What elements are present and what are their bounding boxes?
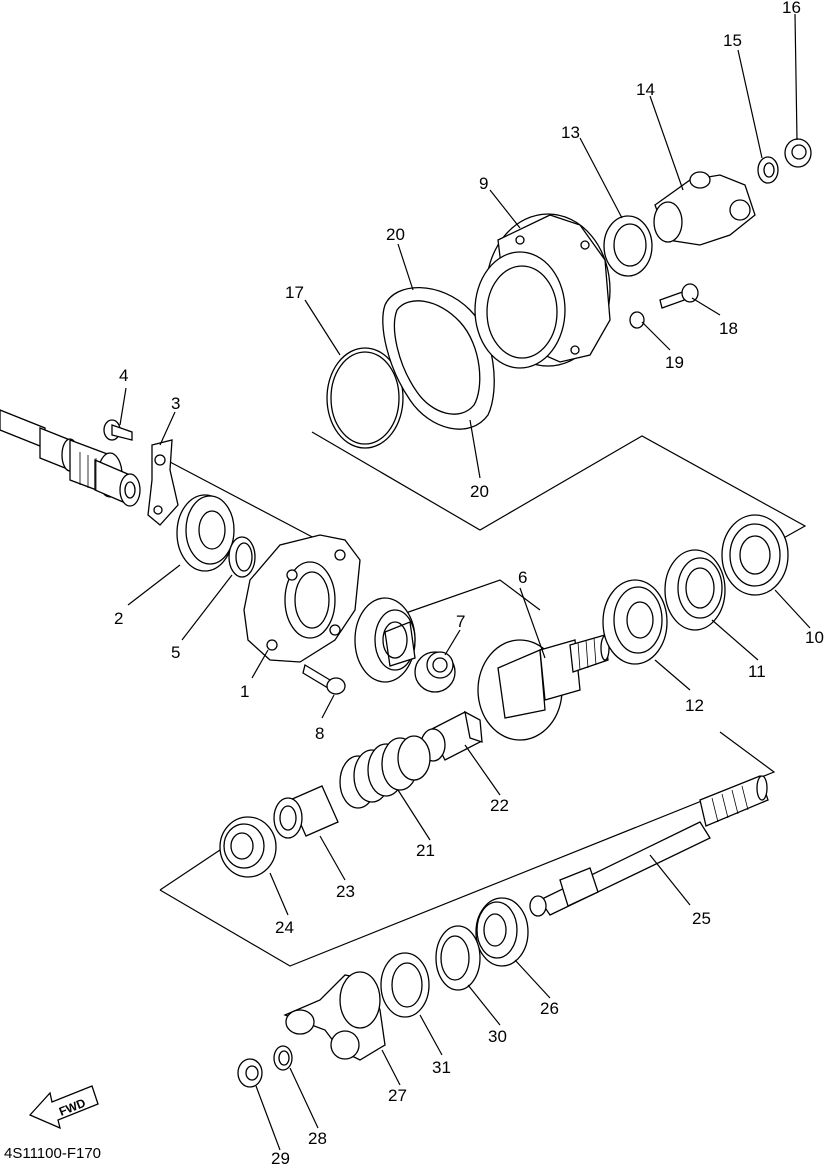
upper-group-outline	[311, 431, 807, 541]
part-2-bearing	[176, 494, 235, 572]
part-4-screw	[103, 419, 133, 441]
part-19-washer	[629, 311, 645, 329]
callout-9: 9	[479, 174, 488, 193]
part-13-seal	[603, 215, 653, 277]
part-1-housing	[243, 534, 361, 663]
callout-2: 2	[114, 609, 123, 628]
part-23-collar	[273, 785, 339, 839]
leader-lines	[119, 13, 811, 1151]
part-30-nut	[435, 925, 481, 991]
part-27-yoke	[283, 971, 386, 1061]
part-3-plate	[147, 439, 179, 526]
callout-4: 4	[119, 366, 128, 385]
callout-22: 22	[490, 796, 509, 815]
callout-23: 23	[336, 882, 355, 901]
callout-5: 5	[171, 643, 180, 662]
callout-21: 21	[416, 841, 435, 860]
callout-24: 24	[275, 918, 294, 937]
part-15-washer	[757, 156, 779, 184]
callout-25: 25	[692, 909, 711, 928]
part-9-cover	[474, 213, 611, 369]
part-24-bearing	[219, 816, 277, 878]
part-14-yoke	[653, 171, 756, 246]
callout-14: 14	[636, 80, 655, 99]
part-29-nut	[237, 1058, 263, 1088]
callout-28: 28	[308, 1129, 327, 1148]
callout-16: 16	[782, 0, 801, 17]
part-31-washer	[380, 952, 430, 1018]
callout-13: 13	[561, 123, 580, 142]
lower-group-outline-left	[159, 849, 221, 891]
part-11-ring-nut	[664, 549, 726, 631]
callout-20-bottom: 20	[470, 482, 489, 501]
callout-10: 10	[805, 628, 824, 647]
input-shaft	[0, 409, 141, 507]
part-7-collar	[414, 651, 456, 693]
callout-11: 11	[748, 662, 766, 681]
gear-group-outline	[399, 579, 541, 616]
callout-18: 18	[719, 319, 738, 338]
callout-3: 3	[171, 394, 180, 413]
part-6-bevel-gear-right	[477, 634, 610, 741]
part-18-bolt	[659, 283, 699, 309]
callout-26: 26	[540, 999, 559, 1018]
part-20-gasket	[382, 287, 495, 430]
callout-8: 8	[315, 724, 324, 743]
lower-group-outline	[159, 731, 776, 967]
part-25-output-shaft	[529, 775, 769, 917]
part-21-spring	[339, 735, 431, 809]
callout-30: 30	[488, 1027, 507, 1046]
fwd-arrow-icon: FWD	[28, 1085, 99, 1130]
diagram-code: 4S11100-F170	[4, 1145, 101, 1162]
bracket-group-line	[169, 461, 319, 541]
callout-27: 27	[388, 1086, 407, 1105]
callout-7: 7	[456, 612, 465, 631]
callout-17: 17	[285, 283, 304, 302]
part-12-bearing	[602, 579, 668, 665]
part-10-bearing	[721, 514, 789, 596]
callout-15: 15	[723, 31, 742, 50]
callout-20-top: 20	[386, 225, 405, 244]
part-28-washer	[273, 1045, 293, 1071]
callout-19: 19	[665, 353, 684, 372]
part-16-nut	[784, 138, 812, 168]
part-17-o-ring	[326, 347, 404, 449]
part-6-bevel-gear-left	[354, 597, 416, 683]
callout-29: 29	[271, 1149, 290, 1165]
callout-31: 31	[432, 1058, 451, 1077]
callout-6: 6	[518, 568, 527, 587]
part-26-bearing	[475, 897, 529, 967]
callout-12: 12	[685, 696, 704, 715]
part-8-bolt	[302, 663, 346, 695]
callout-1: 1	[240, 682, 249, 701]
part-5-washer	[228, 536, 256, 578]
